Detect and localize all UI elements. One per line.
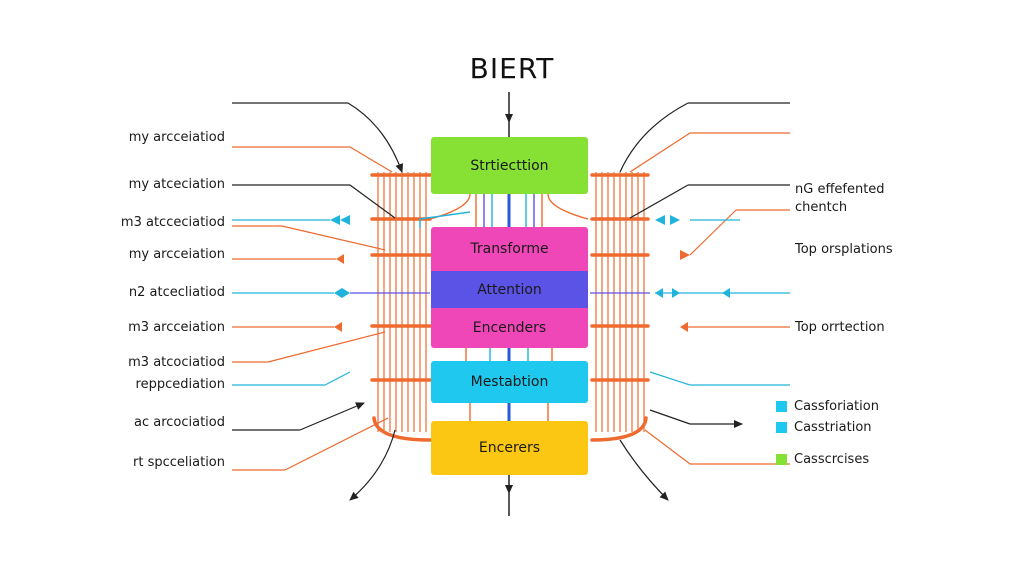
- arrow-heads: [330, 215, 730, 332]
- left-label-1: my arcceiatiod: [128, 130, 225, 145]
- transformer-block: Transforme: [431, 227, 588, 271]
- left-wire-bundle: [377, 172, 427, 432]
- transformer-block-label: Transforme: [470, 241, 549, 257]
- orange-bands: [370, 173, 650, 442]
- encoders-top-block: Encenders: [431, 308, 588, 348]
- center-wires: [419, 193, 589, 421]
- left-label-3: m3 atcceciatiod: [120, 215, 225, 230]
- left-leaders: [232, 102, 430, 501]
- right-label-top-orrtection: Top orrtection: [795, 320, 885, 335]
- right-label-chentch: chentch: [795, 200, 848, 215]
- attention-block-label: Attention: [477, 281, 542, 298]
- legend-item-1: Cassforiation: [776, 399, 879, 414]
- left-label-2: my atceciation: [128, 177, 225, 192]
- left-label-5: n2 atcecliatiod: [128, 285, 225, 300]
- left-label-8: reppcediation: [135, 377, 225, 392]
- left-label-10: rt spcceliation: [133, 455, 225, 470]
- legend-swatch-2: [776, 422, 787, 433]
- diagram-title: BIERT: [469, 52, 555, 85]
- mestabtion-block: Mestabtion: [431, 361, 588, 403]
- left-label-7: m3 atcociatiod: [128, 355, 225, 370]
- encoders-bottom-block: Encerers: [431, 421, 588, 475]
- structure-block: Strtiecttion: [431, 137, 588, 194]
- right-label-top-orsplations: Top orsplations: [795, 242, 893, 257]
- structure-block-label: Strtiecttion: [470, 157, 549, 174]
- legend-label-3: Casscrcises: [794, 452, 870, 467]
- legend-swatch-3: [776, 454, 787, 465]
- right-label-effefented: nG effefented: [795, 182, 885, 197]
- encoders-top-block-label: Encenders: [472, 320, 547, 336]
- encoders-bottom-block-label: Encerers: [478, 440, 541, 456]
- legend-swatch-1: [776, 401, 787, 412]
- legend-item-3: Casscrcises: [776, 452, 869, 467]
- mestabtion-block-label: Mestabtion: [470, 374, 549, 390]
- legend-label-1: Cassforiation: [794, 399, 879, 414]
- left-label-6: m3 arcceiation: [128, 320, 225, 335]
- legend-item-2: Casstriation: [776, 420, 872, 435]
- attention-block: Attention: [431, 271, 588, 308]
- left-label-9: ac arcociatiod: [133, 415, 225, 430]
- legend-label-2: Casstriation: [794, 420, 872, 435]
- right-wire-bundle: [595, 172, 645, 432]
- left-label-4: my arcceiation: [128, 247, 225, 262]
